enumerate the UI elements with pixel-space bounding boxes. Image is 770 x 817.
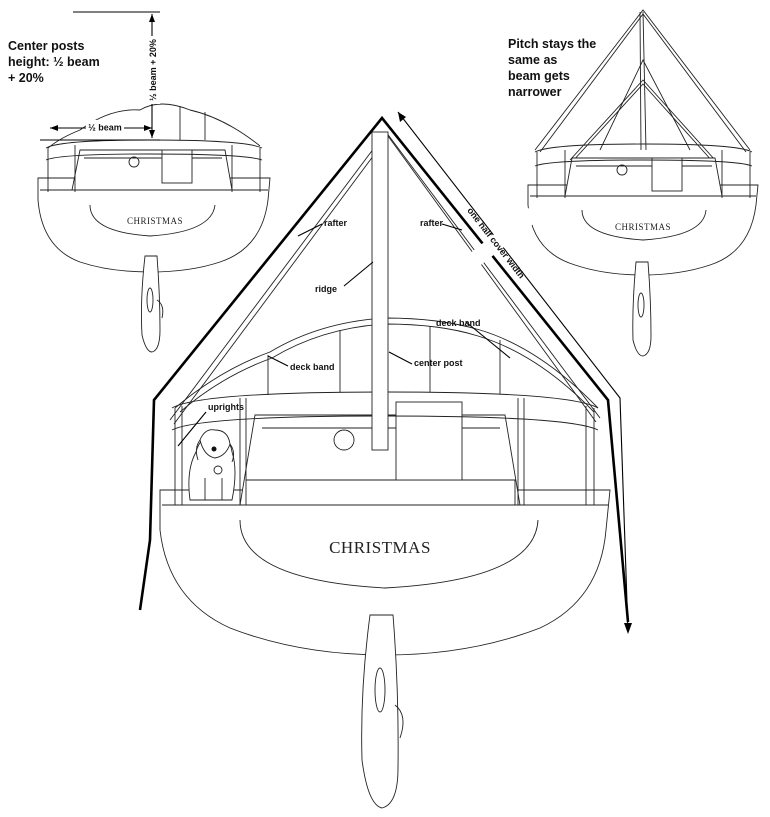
porthole-icon <box>616 164 628 176</box>
dog-illustration <box>188 429 236 501</box>
small-boat-right: CHRISTMAS <box>527 9 759 357</box>
arrow-icon <box>398 112 406 122</box>
rafter-left-label: rafter <box>324 218 348 228</box>
deck-band-left-label: deck band <box>290 362 335 372</box>
pitch-note: Pitch stays the same as beam gets narrow… <box>508 37 596 99</box>
svg-text:Center posts: Center posts <box>8 39 84 53</box>
small-boat-left: ½ beam ½ beam + 20% CHRISTMAS <box>37 11 271 353</box>
boat-name-small-right: CHRISTMAS <box>615 222 671 232</box>
cover-outline <box>138 115 630 623</box>
half-beam-label: ½ beam <box>88 123 122 133</box>
vertical-dim-label: ½ beam + 20% <box>148 39 158 101</box>
svg-text:same as: same as <box>508 53 557 67</box>
porthole-icon <box>128 156 140 168</box>
center-post-label: center post <box>414 358 463 368</box>
porthole-icon <box>333 429 355 451</box>
svg-text:+ 20%: + 20% <box>8 71 44 85</box>
svg-text:narrower: narrower <box>508 85 562 99</box>
uprights-label: uprights <box>208 402 244 412</box>
ridge-label: ridge <box>315 284 337 294</box>
boat-name-small: CHRISTMAS <box>127 216 183 226</box>
center-posts-note: Center posts height: ½ beam + 20% <box>8 39 100 85</box>
large-boat: CHRISTMAS <box>138 115 630 809</box>
svg-text:beam gets: beam gets <box>508 69 570 83</box>
svg-text:Pitch stays the: Pitch stays the <box>508 37 596 51</box>
arrow-icon <box>624 623 632 634</box>
svg-text:height: ½ beam: height: ½ beam <box>8 55 100 69</box>
deck-band-right-label: deck band <box>436 318 481 328</box>
part-labels: rafter rafter ridge deck band deck band … <box>177 218 511 447</box>
boat-name-large: CHRISTMAS <box>329 538 431 557</box>
rafter-right-label: rafter <box>420 218 444 228</box>
